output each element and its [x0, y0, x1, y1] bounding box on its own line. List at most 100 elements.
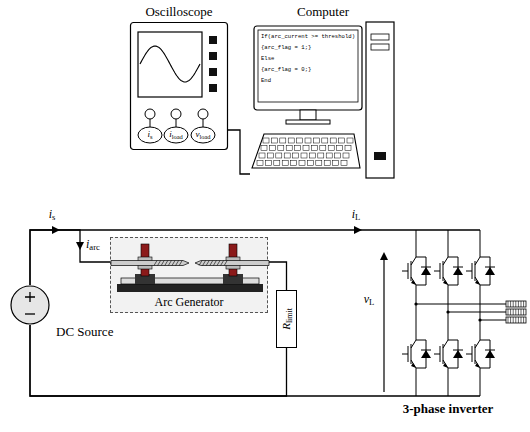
phase-lead — [500, 320, 506, 321]
probe-oval — [191, 127, 215, 143]
key — [286, 146, 292, 151]
key — [291, 161, 297, 166]
thread — [168, 261, 171, 266]
emitter-arrow — [475, 363, 480, 368]
signal-name: vL — [364, 293, 375, 307]
key — [303, 146, 309, 151]
phase-coil — [506, 317, 526, 323]
three-phase-inverter: 3-phase inverter — [396, 226, 500, 400]
scope-button — [209, 68, 217, 76]
junction-dot — [414, 302, 417, 305]
key — [276, 153, 282, 158]
key — [316, 161, 322, 166]
node-drawing — [396, 226, 500, 400]
probe-lead — [150, 119, 151, 127]
symbol-letter: i — [86, 237, 89, 251]
key — [328, 146, 334, 151]
circuit-wire — [30, 325, 287, 396]
data-cable — [228, 130, 250, 174]
freewheel-diode — [453, 350, 463, 358]
thread — [217, 261, 220, 266]
key — [341, 161, 347, 166]
thread — [199, 261, 202, 266]
igbt-switch — [466, 230, 495, 312]
subscript: s — [52, 212, 55, 222]
key — [274, 161, 280, 166]
key — [278, 146, 284, 151]
freewheel-diode — [421, 267, 431, 275]
junction-dot — [446, 310, 449, 313]
symbol-letter: i — [49, 207, 52, 221]
coil-winding — [518, 309, 519, 315]
igbt-switch — [402, 312, 431, 396]
limit-resistor: Rlimit — [276, 290, 297, 348]
monitor-stand — [300, 110, 316, 120]
igbt-switch — [434, 230, 463, 312]
subscript: load — [199, 133, 210, 140]
code-line: End — [261, 78, 271, 84]
monitor-frame — [254, 26, 362, 110]
subscript: load — [172, 133, 183, 140]
subscript: s — [150, 133, 153, 140]
code-line: {arc_flag = 0;} — [261, 67, 311, 73]
phase-coil — [506, 309, 526, 315]
key — [311, 146, 317, 151]
phase-output — [480, 320, 500, 321]
key — [313, 138, 319, 143]
key — [326, 153, 332, 158]
code-line: If(arc_current >= threshold) — [261, 34, 355, 40]
node-drawing — [130, 22, 228, 150]
freewheel-diode — [485, 267, 495, 275]
symbol-letter: i — [147, 129, 150, 139]
coil-winding — [523, 309, 524, 315]
coil-winding — [523, 317, 524, 323]
freewheel-diode — [485, 350, 495, 358]
coil-winding — [513, 317, 514, 323]
emitter-arrow — [475, 280, 480, 285]
right-rod — [195, 261, 269, 266]
probe-oval — [164, 127, 188, 143]
key — [261, 146, 267, 151]
key — [307, 161, 313, 166]
key — [330, 138, 336, 143]
symbol-letter: v — [195, 129, 199, 139]
signal-name: is — [49, 208, 56, 222]
phase-output — [448, 312, 500, 313]
thread — [203, 261, 206, 266]
scope-screen — [138, 32, 202, 97]
key — [343, 153, 349, 158]
signal-name: iL — [352, 208, 361, 222]
left-rod — [111, 261, 189, 266]
circuit-wire — [268, 262, 287, 290]
scope-button — [209, 52, 217, 60]
key — [259, 153, 265, 158]
coil-winding — [510, 317, 511, 323]
probe-lead — [203, 119, 204, 127]
node-label: Oscilloscope — [145, 5, 212, 19]
coil-winding — [510, 301, 511, 307]
subscript: L — [369, 297, 374, 307]
minus-sign — [25, 313, 35, 314]
key — [293, 153, 299, 158]
sine-trace — [140, 46, 200, 82]
key — [282, 161, 288, 166]
scope-body — [131, 23, 228, 150]
voltage-arrow-head — [380, 252, 388, 260]
thread — [158, 261, 161, 266]
freewheel-diode — [453, 267, 463, 275]
drive-bay — [371, 34, 389, 40]
coil-winding — [508, 309, 509, 315]
key — [322, 138, 328, 143]
subscript: limit — [284, 308, 293, 323]
coil-winding — [508, 301, 509, 307]
junction-dot — [478, 318, 481, 321]
key — [320, 146, 326, 151]
symbol-letter: i — [352, 207, 355, 221]
oscilloscope: Oscilloscope — [130, 22, 228, 150]
thread — [213, 261, 216, 266]
key — [309, 153, 315, 158]
tower-port — [374, 152, 386, 160]
probe-jack — [198, 109, 208, 119]
monitor-screen — [258, 30, 358, 102]
